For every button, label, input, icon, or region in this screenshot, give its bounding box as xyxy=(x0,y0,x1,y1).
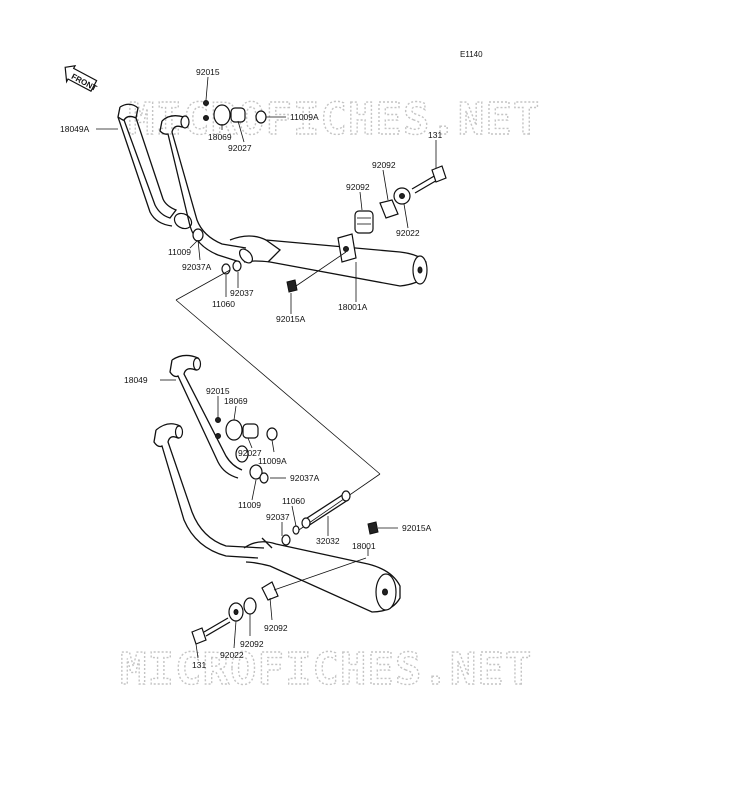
part-number-labels: 18049A 92015 18069 92027 11009A 131 9209… xyxy=(60,67,442,670)
label-92037-top: 92037 xyxy=(230,288,254,298)
label-11060-top: 11060 xyxy=(212,299,235,309)
label-131-top: 131 xyxy=(428,130,442,140)
label-18001A: 18001A xyxy=(338,302,368,312)
label-131-bottom: 131 xyxy=(192,660,206,670)
label-11009-bottom: 11009 xyxy=(238,500,261,510)
label-11009A-top: 11009A xyxy=(290,112,319,122)
label-92092-top-b: 92092 xyxy=(346,182,370,192)
label-92022-top: 92022 xyxy=(396,228,420,238)
label-92022-bottom: 92022 xyxy=(220,650,244,660)
label-11009-top: 11009 xyxy=(168,247,191,257)
label-18049A: 18049A xyxy=(60,124,90,134)
label-92015A-bottom: 92015A xyxy=(402,523,432,533)
diagram-code: E1140 xyxy=(460,50,483,59)
watermark-bottom: MICROFICHES.NET xyxy=(120,644,532,695)
label-92092-bottom-a: 92092 xyxy=(264,623,288,633)
bottom-small-parts xyxy=(191,417,379,645)
label-92027-top: 92027 xyxy=(228,143,252,153)
label-32032: 32032 xyxy=(316,536,340,546)
bottom-muffler-18001 xyxy=(243,537,401,613)
label-92015-top: 92015 xyxy=(196,67,220,77)
label-11060-bottom: 11060 xyxy=(282,496,305,506)
label-92037A-bottom: 92037A xyxy=(290,473,320,483)
label-18049: 18049 xyxy=(124,375,148,385)
label-18069-top: 18069 xyxy=(208,132,232,142)
label-18001: 18001 xyxy=(352,541,376,551)
label-92092-bottom-b: 92092 xyxy=(240,639,264,649)
bottom-leader-lines xyxy=(160,379,398,659)
label-92027-bottom: 92027 xyxy=(238,448,262,458)
label-92037A-top: 92037A xyxy=(182,262,212,272)
top-header-pipe-inner xyxy=(159,115,247,263)
front-arrow-icon: FRONT xyxy=(64,64,98,93)
label-11009A-bottom: 11009A xyxy=(258,456,287,466)
label-92015A-top: 92015A xyxy=(276,314,306,324)
label-18069-bottom: 18069 xyxy=(224,396,248,406)
bottom-header-pipe-inner xyxy=(153,423,265,559)
label-92092-top-a: 92092 xyxy=(372,160,396,170)
top-muffler-18001A xyxy=(229,233,428,287)
top-header-pipe-outer xyxy=(117,103,193,230)
bottom-header-pipe-outer xyxy=(169,354,243,479)
label-92015-bottom: 92015 xyxy=(206,386,230,396)
top-leader-lines xyxy=(96,76,437,314)
watermark-top: MICROFICHES.NET xyxy=(128,94,540,145)
top-small-parts xyxy=(192,100,447,293)
label-92037-bottom: 92037 xyxy=(266,512,290,522)
